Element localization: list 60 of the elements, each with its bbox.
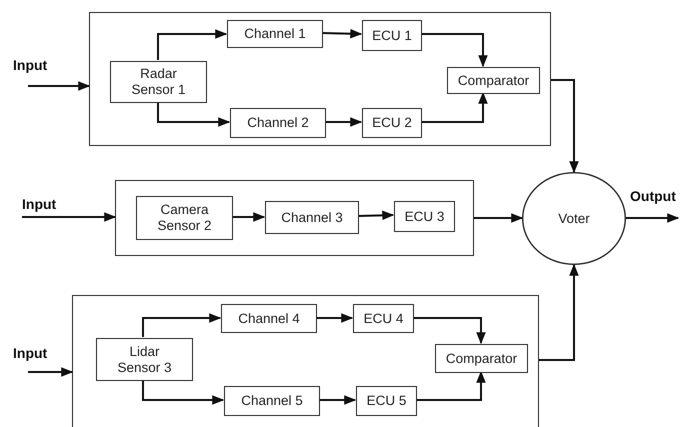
node-text: Lidar Sensor 3 xyxy=(117,344,172,376)
arrow xyxy=(322,28,362,39)
arrow xyxy=(28,81,90,91)
process-box xyxy=(265,201,359,234)
arrow xyxy=(22,212,116,222)
group-frame xyxy=(89,12,551,146)
node-text: ECU 5 xyxy=(366,393,406,409)
arrow xyxy=(358,210,394,220)
group-frame xyxy=(72,295,539,427)
arrow xyxy=(416,370,486,401)
arrow xyxy=(551,79,579,174)
process-box xyxy=(435,344,528,373)
edge-label: Input xyxy=(13,57,48,73)
process-box xyxy=(447,67,540,94)
arrow xyxy=(142,313,222,337)
node-text: Camera Sensor 2 xyxy=(157,202,212,234)
process-box xyxy=(110,61,207,103)
node-text: ECU 1 xyxy=(372,28,412,44)
process-box xyxy=(96,338,193,381)
node-text: Channel 3 xyxy=(281,210,343,226)
process-box xyxy=(356,386,417,416)
arrow xyxy=(421,92,488,123)
node-text: Radar Sensor 1 xyxy=(131,66,186,98)
node-text: Comparator xyxy=(458,72,530,88)
node-text: Voter xyxy=(558,210,590,226)
node-text: ECU 4 xyxy=(364,310,404,326)
edge-label: Input xyxy=(22,196,56,212)
arrow xyxy=(325,117,362,127)
arrow xyxy=(319,395,356,405)
process-box xyxy=(394,201,455,232)
node-text: Channel 5 xyxy=(241,393,303,409)
node-text: Channel 1 xyxy=(244,26,306,42)
arrow xyxy=(474,213,524,223)
arrow xyxy=(413,317,486,344)
process-box xyxy=(136,196,233,240)
voter-circle xyxy=(522,172,626,265)
process-box xyxy=(362,20,422,51)
process-box xyxy=(353,304,414,333)
node-text: ECU 2 xyxy=(372,115,412,131)
process-box xyxy=(230,108,326,138)
process-box xyxy=(227,20,323,48)
arrow xyxy=(539,264,579,361)
arrow xyxy=(421,33,488,68)
edge-label: Output xyxy=(630,188,676,204)
process-box xyxy=(362,108,422,138)
node-text: Channel 2 xyxy=(247,115,309,131)
arrow xyxy=(316,313,354,323)
node-text: Comparator xyxy=(446,350,518,366)
process-box xyxy=(224,386,320,416)
arrow xyxy=(28,367,74,377)
arrow xyxy=(157,29,228,60)
node-text: ECU 3 xyxy=(404,208,444,224)
edge-label: Input xyxy=(13,345,48,361)
group-frame xyxy=(115,180,474,256)
process-box xyxy=(221,304,317,333)
node-text: Channel 4 xyxy=(238,310,300,326)
arrow xyxy=(142,380,224,405)
arrow xyxy=(626,213,680,223)
arrow xyxy=(232,212,266,222)
arrow xyxy=(157,102,230,127)
